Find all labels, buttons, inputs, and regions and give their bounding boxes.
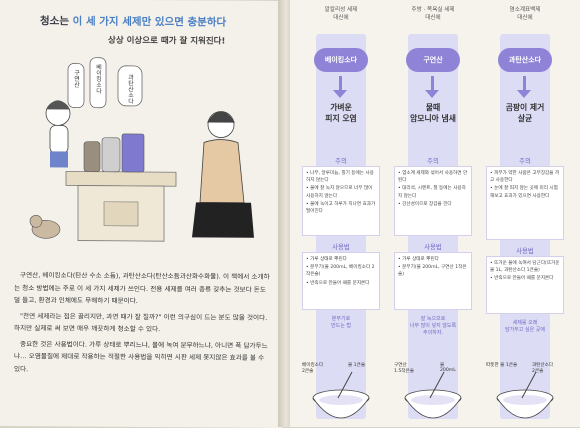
bowl-label: 베이킹소다 2큰술 [302,363,324,374]
page-title: 청소는 이 세 가지 세제만 있으면 충분하다 [40,15,227,29]
jar-label-baking: 베이킹소다 [95,63,102,95]
usage-item: • 가루 상태로 뿌린다 [398,257,439,262]
caution-item: • 눈에 잘 띄지 않는 곳에 미리 시험해보고 효과가 있으면 사용한다 [490,186,558,199]
replaces-label: 염소계표백제 대신에 [509,7,541,21]
page-subtitle: 상상 이상으로 때가 잘 지워진다! [108,35,226,47]
target-stain: 곰팡이 제거 살균 [505,103,545,123]
bowl-label: 물 1큰술 [348,363,366,368]
body-text: 구연산, 베이킹소다(탄산 수소 소듐), 과탄산소다(탄산소듐과산화수화물).… [14,269,272,380]
usage-box: • 가루 상태로 뿌린다 • 분무기(물 200mL, 베이킹소다 2작은술) • … [302,252,380,310]
down-arrow [339,76,342,92]
target-stain: 가벼운 피지 오염 [325,103,357,123]
usage-item: • 반죽으로 만들어 때를 문지른다 [306,280,370,286]
usage-item: • 분무기(물 200mL, 구연산 1작은술) [398,265,467,278]
caution-box: • 염소계 세제와 섞어서 사용하면 안 된다 • 대리석, 시멘트, 철 등에는… [394,166,472,236]
recipe-note: 잘 녹으므로 너무 많이 넣지 않도록 주의하자. [409,316,457,336]
bowl-label: 구연산 1.5작은술 [394,363,414,374]
mixing-bowl-illustration [312,371,370,419]
detergent-name-pill: 과탄산소다 [498,48,552,72]
caution-item: • 강산성이므로 장갑을 낀다 [398,201,452,207]
target-stain: 물때 암모니아 냄새 [410,103,456,123]
caution-title: 주의 [427,157,439,165]
detergent-name-pill: 베이킹소다 [314,48,368,72]
caution-title: 주의 [335,157,347,165]
detergent-column-percarbonate: 염소계표백제 대신에 과탄산소다 곰팡이 제거 살균 주의 • 피부가 약한 사… [480,6,570,424]
bowl-label: 물 200mL [440,363,456,373]
caution-item: • 물에 잘 녹지 않으므로 너무 많이 사용하지 않는다 [306,186,373,199]
usage-box: • 가루 상태로 뿌린다 • 분무기(물 200mL, 구연산 1작은술) [394,252,472,310]
arrow-down-icon [333,90,347,98]
usage-item: • 가루 상태로 뿌린다 [306,257,347,262]
paragraph: "천연 세제라는 점은 끌리지만, 과연 때가 잘 질까?" 이런 의구심이 드… [14,311,268,334]
jar-label-percarbonate: 과탄산소다 [127,73,134,105]
caution-title: 주의 [519,157,531,165]
usage-item: • 뜨거운 물에 녹여서 담근다(뜨거운 물 1L, 과탄산소다 1큰술) [490,261,560,274]
down-arrow [431,76,434,92]
paragraph: 중요한 것은 사용법이다. 가루 상태로 뿌리느냐, 물에 녹여 분무하느냐, … [14,339,268,373]
replaces-label: 알칼리성 세제 대신에 [324,7,358,21]
bowl-label: 따뜻한 물 1큰술 [486,363,518,368]
replaces-label: 주방 · 목욕실 세제 대신에 [411,7,455,21]
arrow-down-icon [425,90,439,98]
detergent-column-baking-soda: 알칼리성 세제 대신에 베이킹소다 가벼운 피지 오염 주의 • 나무, 알루미… [296,6,386,424]
right-page: 알칼리성 세제 대신에 베이킹소다 가벼운 피지 오염 주의 • 나무, 알루미… [290,0,580,427]
recipe-note: 세제를 오래 담가두고 싶은 곳에 [505,320,545,333]
usage-title: 사용법 [516,247,534,255]
cleaning-illustration: 구연산 베이킹소다 과탄산소다 [6,51,276,263]
mixing-bowl-illustration [496,371,554,419]
jar-label-citric: 구연산 [73,70,80,88]
usage-title: 사용법 [332,243,350,251]
caution-item: • 피부가 약한 사람은 고무장갑을 끼고 사용한다 [490,171,560,184]
usage-box: • 뜨거운 물에 녹여서 담근다(뜨거운 물 1L, 과탄산소다 1큰술) • 반… [486,256,564,314]
caution-box: • 피부가 약한 사람은 고무장갑을 끼고 사용한다 • 눈에 잘 띄지 않는 곳… [486,166,564,240]
down-arrow [523,76,526,92]
usage-title: 사용법 [424,243,442,251]
detergent-name-pill: 구연산 [406,48,460,72]
mixing-bowl-illustration [404,371,462,419]
recipe-note: 분무기로 만드는 법 [331,316,351,329]
usage-item: • 반죽으로 만들어 때를 문지른다 [490,276,554,282]
arrow-down-icon [517,90,531,98]
caution-item: • 나무, 알루미늄, 칠기 등에는 사용하지 않는다 [306,171,374,184]
speech-bubbles: 구연산 베이킹소다 과탄산소다 [67,57,143,109]
caution-item: • 염소계 세제와 섞어서 사용하면 안 된다 [398,171,468,184]
caution-item: • 대리석, 시멘트, 철 등에는 사용하지 않는다 [398,186,466,199]
bowl-label: 과탄산소다 2큰술 [532,363,554,374]
usage-item: • 분무기(물 200mL, 베이킹소다 2작은술) [306,265,375,278]
detergent-column-citric-acid: 주방 · 목욕실 세제 대신에 구연산 물때 암모니아 냄새 주의 • 염소계 … [388,6,478,424]
caution-box: • 나무, 알루미늄, 칠기 등에는 사용하지 않는다 • 물에 잘 녹지 않으므… [302,166,380,236]
left-page: 청소는 이 세 가지 세제만 있으면 충분하다 상상 이상으로 때가 잘 지워진… [0,0,282,428]
caution-item: • 물에 녹이고 하루가 지나면 효과가 떨어진다 [306,201,376,215]
paragraph: 구연산, 베이킹소다(탄산 수소 소듐), 과탄산소다(탄산소듐과산화수화물).… [14,271,270,305]
